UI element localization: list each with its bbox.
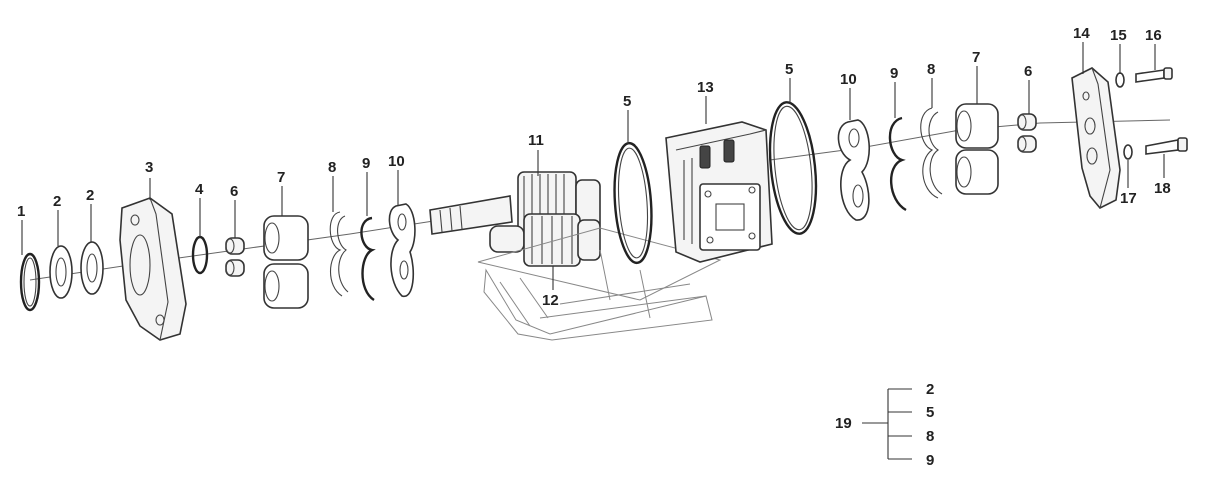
kit-item-5: 5 — [926, 404, 934, 421]
part-8-seal-left — [329, 211, 349, 297]
callout-13: 13 — [697, 79, 714, 96]
callout-7-b: 7 — [972, 49, 980, 66]
part-8-seal-right — [920, 107, 943, 199]
part-9-backup-ring-left — [360, 216, 376, 302]
part-2-seal-ring-b — [80, 241, 104, 295]
part-17-washer — [1123, 144, 1133, 160]
part-15-washer — [1115, 72, 1125, 88]
part-3-front-cover — [119, 197, 187, 341]
callout-11: 11 — [528, 132, 544, 149]
ghost-housing-outline — [477, 227, 722, 341]
callout-1: 1 — [17, 203, 25, 220]
kit-item-8: 8 — [926, 428, 934, 445]
callout-10-a: 10 — [388, 153, 405, 170]
kit-item-9: 9 — [926, 452, 934, 469]
part-6-bushing-right — [1017, 113, 1037, 153]
callout-18: 18 — [1154, 180, 1171, 197]
leader-lines — [21, 42, 1165, 290]
callout-9-b: 9 — [890, 65, 898, 82]
part-2-seal-ring-a — [49, 245, 73, 299]
callout-4: 4 — [195, 181, 204, 198]
part-18-bolt — [1145, 137, 1188, 155]
part-1-o-ring — [19, 252, 41, 312]
part-9-backup-ring-right — [888, 116, 907, 212]
kit-item-2: 2 — [926, 381, 934, 398]
callout-labels: 1 2 2 3 4 6 7 8 9 10 11 12 5 13 5 10 9 8… — [17, 25, 1171, 469]
part-6-bushing-left — [225, 237, 245, 277]
callout-5-b: 5 — [785, 61, 793, 78]
callout-8-b: 8 — [927, 61, 935, 78]
callout-6-b: 6 — [1024, 63, 1032, 80]
callout-3: 3 — [145, 159, 153, 176]
callout-15: 15 — [1110, 27, 1127, 44]
callout-14: 14 — [1073, 25, 1090, 42]
callout-10-b: 10 — [840, 71, 857, 88]
callout-2-a: 2 — [53, 193, 61, 210]
callout-6-a: 6 — [230, 183, 238, 200]
kit-label-19: 19 — [835, 415, 852, 432]
part-7-bearing-block-left — [263, 215, 309, 309]
callout-9-a: 9 — [362, 155, 370, 172]
part-14-rear-cover — [1071, 67, 1121, 209]
callout-12: 12 — [542, 292, 559, 309]
part-13-pump-body — [665, 121, 773, 263]
part-5-o-ring-left — [613, 141, 653, 265]
callout-16: 16 — [1145, 27, 1162, 44]
kit-bracket — [862, 388, 912, 460]
assembly-axis-left — [29, 219, 441, 281]
callout-2-b: 2 — [86, 187, 94, 204]
part-7-bearing-block-right — [955, 103, 999, 195]
part-10-wear-plate-right — [837, 119, 871, 221]
callout-8-a: 8 — [328, 159, 336, 176]
part-5-o-ring-right — [768, 101, 818, 235]
callout-7-a: 7 — [277, 169, 285, 186]
part-16-bolt — [1135, 67, 1173, 83]
callout-17: 17 — [1120, 190, 1137, 207]
callout-5-a: 5 — [623, 93, 631, 110]
part-10-wear-plate-left — [388, 203, 416, 297]
